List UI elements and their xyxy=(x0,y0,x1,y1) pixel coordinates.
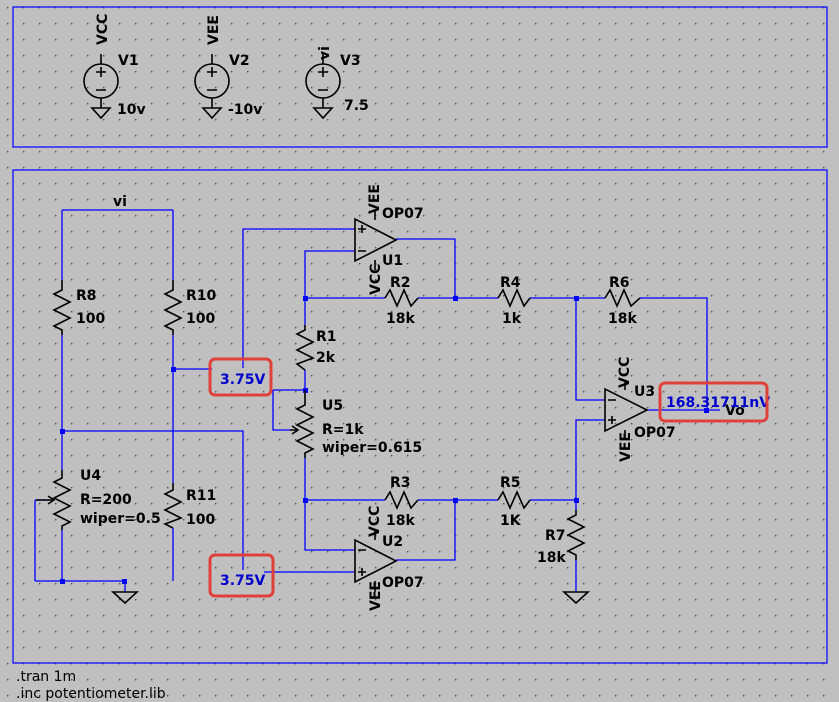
v2-value: -10v xyxy=(228,102,262,118)
opamp-u3[interactable]: VCC VEE U3 OP07 xyxy=(604,357,676,462)
probe-upper-value: 3.75V xyxy=(220,372,266,388)
u4-r: R=200 xyxy=(80,492,132,508)
u5-r: R=1k xyxy=(322,422,364,438)
u2-vcc: VCC xyxy=(367,506,383,537)
opamp-u1[interactable]: VEE VCC OP07 U1 xyxy=(354,184,424,295)
supply-frame xyxy=(12,6,828,148)
v3-name: V3 xyxy=(340,53,361,69)
r4-value: 1k xyxy=(502,311,522,327)
v1-value: 10v xyxy=(117,102,146,118)
resistor-r3[interactable]: R3 18k xyxy=(384,475,419,529)
r4-name: R4 xyxy=(500,275,521,291)
u3-name: U3 xyxy=(634,384,655,400)
circuit-frame xyxy=(12,169,828,664)
highlight-box xyxy=(658,381,769,423)
resistor-r6[interactable]: R6 18k xyxy=(604,275,641,327)
v3-value: 7.5 xyxy=(344,98,369,114)
directive-inc: .inc potentiometer.lib xyxy=(16,686,166,702)
r1-name: R1 xyxy=(316,329,337,345)
source-v2[interactable]: VEE V2 -10v xyxy=(194,15,262,120)
u5-name: U5 xyxy=(322,398,343,414)
resistor-r1[interactable]: R1 2k xyxy=(295,325,337,371)
resistor-r8[interactable]: R8 100 xyxy=(52,280,105,335)
u1-vcc: VCC xyxy=(368,264,384,295)
highlight-box xyxy=(208,357,273,397)
r8-value: 100 xyxy=(76,311,105,327)
net-label-vi: vi xyxy=(113,194,127,210)
highlight-box xyxy=(208,553,275,598)
u1-model: OP07 xyxy=(382,206,424,222)
source-v1[interactable]: VCC V1 10v xyxy=(83,14,146,120)
u2-name: U2 xyxy=(382,534,403,550)
probe-output-value: 168.31711nV xyxy=(666,395,770,411)
u4-name: U4 xyxy=(80,468,101,484)
potentiometer-u4[interactable]: U4 R=200 wiper=0.5 xyxy=(36,468,161,530)
probe-lower-value: 3.75V xyxy=(220,573,266,589)
v1-name: V1 xyxy=(118,53,139,69)
r1-value: 2k xyxy=(316,350,336,366)
ground-icon xyxy=(561,591,591,605)
r3-name: R3 xyxy=(390,475,411,491)
u3-vcc: VCC xyxy=(617,357,633,388)
probe-output[interactable]: 168.31711nV xyxy=(658,381,770,423)
r10-name: R10 xyxy=(186,288,217,304)
u3-model: OP07 xyxy=(634,425,676,441)
resistor-r2[interactable]: R2 18k xyxy=(384,275,419,327)
u2-model: OP07 xyxy=(382,575,424,591)
probe-upper[interactable]: 3.75V xyxy=(208,357,273,397)
resistor-r5[interactable]: R5 1K xyxy=(497,475,531,529)
r7-value: 18k xyxy=(537,550,566,566)
u1-name: U1 xyxy=(382,253,403,269)
u4-wiper: wiper=0.5 xyxy=(80,511,161,527)
r6-value: 18k xyxy=(608,311,637,327)
opamp-u2[interactable]: VCC VEE U2 OP07 xyxy=(354,506,424,611)
v2-name: V2 xyxy=(229,53,250,69)
r2-name: R2 xyxy=(390,275,411,291)
net-label-vo: Vo xyxy=(725,403,745,419)
resistor-r11[interactable]: R11 100 xyxy=(163,483,216,529)
r7-name: R7 xyxy=(545,528,566,544)
u2-vee: VEE xyxy=(368,581,384,611)
r11-name: R11 xyxy=(186,488,216,504)
resistor-r4[interactable]: R4 1k xyxy=(497,275,531,327)
v2-net-label: VEE xyxy=(206,15,222,45)
v3-net-label: vi xyxy=(317,46,333,60)
probe-lower[interactable]: 3.75V xyxy=(208,553,275,598)
r5-value: 1K xyxy=(500,513,522,529)
r5-name: R5 xyxy=(500,475,521,491)
resistor-r7[interactable]: R7 18k xyxy=(537,510,586,566)
r2-value: 18k xyxy=(386,311,415,327)
r6-name: R6 xyxy=(609,275,630,291)
r11-value: 100 xyxy=(186,512,215,528)
u3-vee: VEE xyxy=(618,432,634,462)
v1-net-label: VCC xyxy=(95,14,111,45)
ground-icon xyxy=(110,591,140,605)
resistor-r10[interactable]: R10 100 xyxy=(163,280,217,335)
r3-value: 18k xyxy=(386,513,415,529)
u5-wiper: wiper=0.615 xyxy=(322,440,422,456)
directive-tran: .tran 1m xyxy=(16,669,76,685)
r10-value: 100 xyxy=(186,311,215,327)
u1-vee: VEE xyxy=(367,184,383,214)
r8-name: R8 xyxy=(76,288,97,304)
source-v3[interactable]: vi V3 7.5 xyxy=(305,46,369,120)
potentiometer-u5[interactable]: U5 R=1k wiper=0.615 xyxy=(290,390,422,458)
